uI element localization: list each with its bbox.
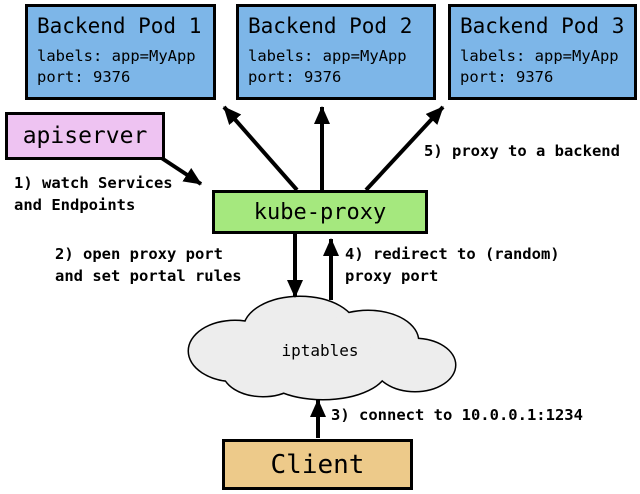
backend-pod-2-box: Backend Pod 2 labels: app=MyApp port: 93… (236, 4, 436, 100)
step-4-annotation: 4) redirect to (random) proxy port (345, 245, 560, 285)
iptables-cloud (187, 295, 457, 401)
arrow-kubeproxy-to-pod3 (364, 105, 445, 192)
pod-labels: labels: app=MyApp (460, 47, 619, 65)
step-1-annotation: 1) watch Services and Endpoints (14, 174, 173, 214)
apiserver-label: apiserver (22, 123, 148, 149)
pod-port: port: 9376 (460, 68, 554, 86)
arrow-apiserver-to-kubeproxy (158, 155, 203, 186)
client-label: Client (270, 449, 365, 480)
pod-port: port: 9376 (248, 68, 342, 86)
kube-proxy-label: kube-proxy (253, 199, 387, 225)
client-box: Client (222, 439, 413, 490)
pod-port: port: 9376 (37, 68, 131, 86)
pod-labels: labels: app=MyApp (248, 47, 407, 65)
backend-pod-3-box: Backend Pod 3 labels: app=MyApp port: 93… (448, 4, 637, 100)
apiserver-box: apiserver (5, 112, 165, 160)
iptables-label: iptables (281, 341, 359, 360)
backend-pod-1-box: Backend Pod 1 labels: app=MyApp port: 93… (25, 4, 216, 100)
pod-labels: labels: app=MyApp (37, 47, 196, 65)
kube-proxy-box: kube-proxy (212, 190, 428, 234)
step-5-annotation: 5) proxy to a backend (424, 142, 620, 160)
arrow-kubeproxy-to-pod1 (222, 105, 299, 192)
pod-title: Backend Pod 1 (37, 14, 202, 38)
pod-title: Backend Pod 2 (248, 14, 413, 38)
step-3-annotation: 3) connect to 10.0.0.1:1234 (331, 406, 583, 424)
pod-title: Backend Pod 3 (460, 14, 625, 38)
step-2-annotation: 2) open proxy port and set portal rules (55, 245, 242, 285)
